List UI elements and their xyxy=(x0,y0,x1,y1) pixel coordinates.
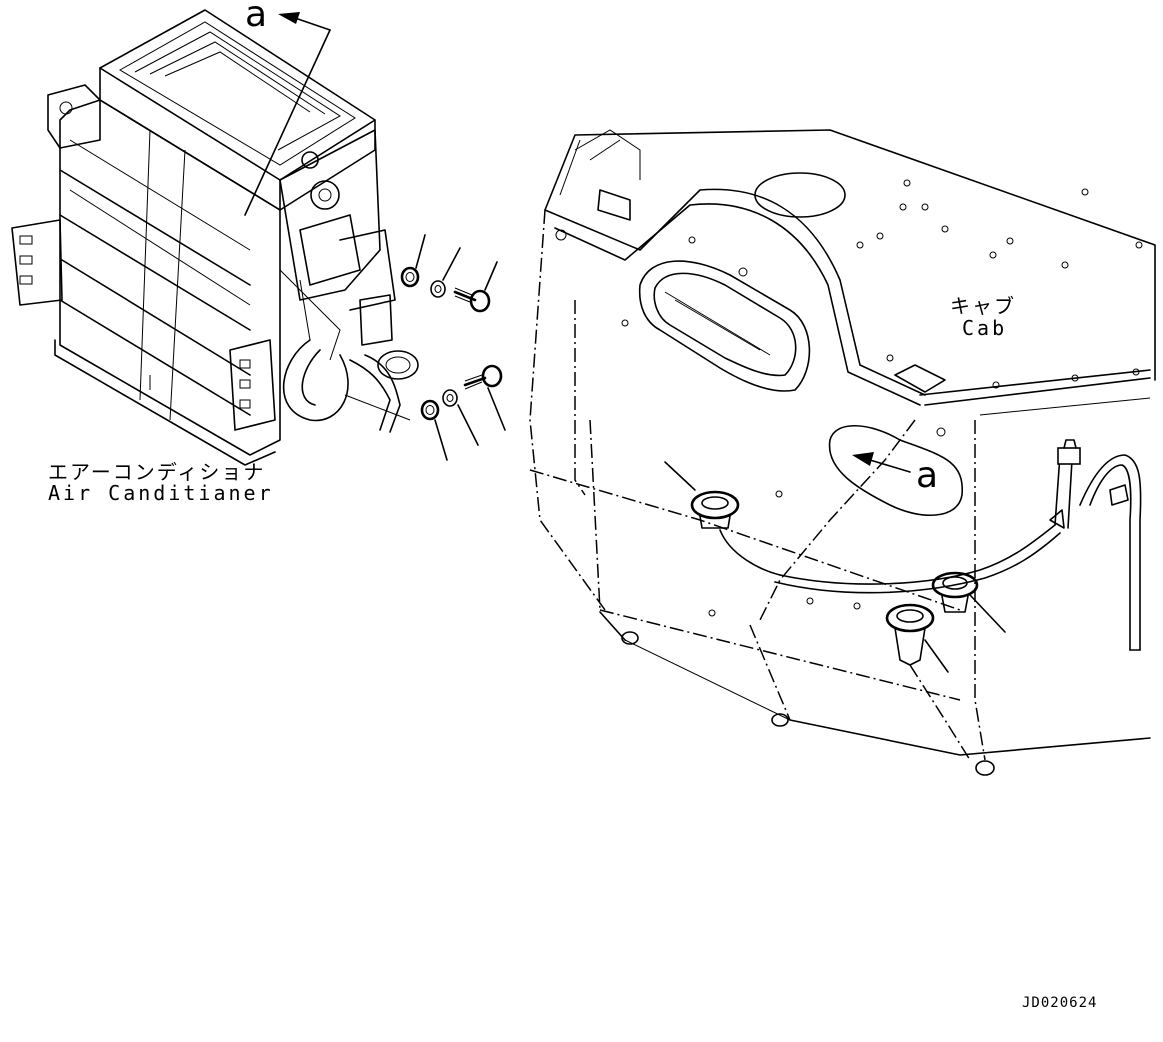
air-conditioner-unit xyxy=(11,9,419,466)
reference-arrow-cab xyxy=(852,452,911,473)
cab-label-en: Cab xyxy=(962,316,1008,340)
drain-hoses xyxy=(774,439,1142,651)
cab-structure xyxy=(529,129,1156,776)
air-conditioner-label-en: Air Canditianer xyxy=(48,481,274,505)
drawing-code: JD020624 xyxy=(1022,995,1098,1011)
ac-mount-hardware xyxy=(344,234,506,461)
cab-label-jp: キャブ xyxy=(950,294,1016,318)
air-conditioner-label-jp: エアーコンディショナ xyxy=(48,460,266,484)
reference-mark-a-cab: a xyxy=(916,455,939,496)
reference-arrow-top xyxy=(244,12,331,216)
reference-mark-a-top: a xyxy=(245,0,268,35)
